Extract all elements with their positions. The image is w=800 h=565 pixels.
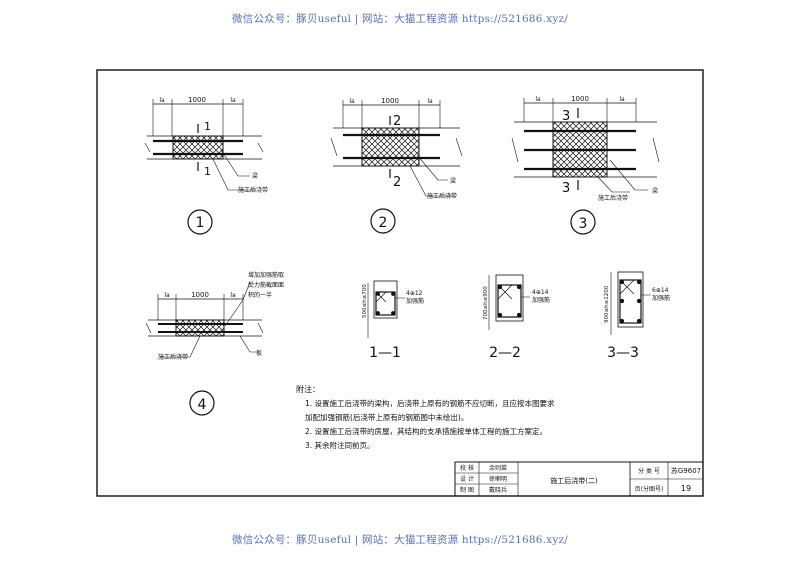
section-2-bar: 4⊕14 <box>532 289 549 296</box>
section-3-3 <box>610 271 651 335</box>
detail-1-la-right: la <box>230 97 236 104</box>
detail-3-number: 3 <box>579 216 588 232</box>
detail-3-la-left: la <box>535 96 541 103</box>
sheet-frame <box>96 69 704 497</box>
detail-2-label-band: 施工后浇带 <box>427 192 457 200</box>
detail-1-number-circle <box>187 209 213 235</box>
detail-3 <box>511 98 660 235</box>
detail-2-section-top: 2 <box>393 114 401 129</box>
titleblock-category-value: 苏G9607 <box>671 466 701 475</box>
detail-3-dim-center: 1000 <box>571 95 589 103</box>
section-2-bar-note: 加强筋 <box>532 296 550 304</box>
section-3-title: 3—3 <box>607 345 639 361</box>
section-3-height-dim: 900≤h≤1200 <box>604 285 610 323</box>
detail-3-section-bottom: 3 <box>562 181 570 196</box>
detail-4-la-right: la <box>230 292 236 299</box>
titleblock-category-label: 分 类 号 <box>638 467 660 475</box>
title-block <box>454 461 704 497</box>
watermark-bottom: 微信公众号：豚贝useful | 网站：大猫工程资源 https://52168… <box>232 534 568 546</box>
detail-1-la-left: la <box>159 97 165 104</box>
section-2-2 <box>488 274 530 330</box>
detail-1-section-top: 1 <box>204 120 211 133</box>
detail-4-dim-center: 1000 <box>191 291 209 299</box>
detail-3-label-beam: 梁 <box>652 187 658 195</box>
titleblock-row-1-label: 校 核 <box>460 464 474 472</box>
detail-3-la-right: la <box>619 96 625 103</box>
detail-1-band <box>172 135 224 160</box>
detail-3-label-band: 施工后浇带 <box>598 194 628 202</box>
detail-2-la-left: la <box>349 98 355 105</box>
detail-2-band <box>361 127 420 167</box>
titleblock-row-2-label: 设 计 <box>460 475 474 483</box>
detail-4-label-band: 施工后浇带 <box>158 353 188 361</box>
detail-1 <box>144 99 264 235</box>
detail-4-label-slab: 板 <box>256 349 262 357</box>
detail-2-number: 2 <box>379 215 388 231</box>
notes-line-4: 3. 其余附注同前页。 <box>305 440 375 450</box>
detail-2-la-right: la <box>427 98 433 105</box>
section-3-bar: 6⊕14 <box>652 287 669 294</box>
titleblock-checker: 余则菜 <box>489 464 507 472</box>
detail-1-label-band: 施工后浇带 <box>238 186 268 194</box>
detail-4-la-left: la <box>164 292 170 299</box>
detail-4-note-line-2: 受力筋截面面 <box>248 281 284 289</box>
detail-2-dim-center: 1000 <box>381 97 399 105</box>
detail-1-dim-center: 1000 <box>188 96 206 104</box>
section-2-height-dim: 700≤h≤900 <box>483 286 489 320</box>
section-3-bar-note: 加强筋 <box>652 294 670 302</box>
notes-heading: 附注： <box>296 384 320 394</box>
notes-line-3: 2. 设置施工后浇带的房屋，其结构的支承措施按单体工程的施工方案定。 <box>305 426 547 436</box>
detail-1-section-bottom: 1 <box>204 165 211 178</box>
detail-4 <box>145 281 264 416</box>
detail-4-band <box>175 319 225 337</box>
detail-4-note-line-1: 增加加强筋取 <box>248 271 284 279</box>
titleblock-drafter: 戴晓兵 <box>489 486 507 494</box>
titleblock-title: 施工后浇带(二) <box>550 476 598 485</box>
detail-3-section-top: 3 <box>562 109 570 124</box>
detail-2-label-beam: 梁 <box>450 177 456 185</box>
detail-1-number: 1 <box>196 215 205 231</box>
section-1-bar: 4⊕12 <box>406 290 423 297</box>
notes-line-1: 1. 设置施工后浇带的梁构，后浇带上原有的钢筋不应切断，且应按本图要求 <box>305 398 555 408</box>
section-2-title: 2—2 <box>489 345 521 361</box>
detail-4-note-line-3: 积的一半 <box>248 291 272 299</box>
section-1-1 <box>367 280 405 338</box>
detail-1-label-beam: 梁 <box>252 172 258 180</box>
detail-2-section-bottom: 2 <box>393 175 401 190</box>
section-1-height-dim: 500≤h≤700 <box>362 284 368 318</box>
section-1-bar-note: 加强筋 <box>406 297 424 305</box>
detail-4-number: 4 <box>198 397 207 413</box>
titleblock-page-value: 19 <box>681 484 691 493</box>
section-1-title: 1—1 <box>369 345 401 361</box>
titleblock-row-3-label: 制 图 <box>460 486 474 494</box>
detail-2 <box>330 100 463 234</box>
notes-line-2: 加配加强钢筋(后浇带上原有的钢筋图中未绘出)。 <box>305 412 468 422</box>
titleblock-designer: 徐喇明 <box>489 475 507 483</box>
watermark-top: 微信公众号：豚贝useful | 网站：大猫工程资源 https://52168… <box>232 13 568 25</box>
titleblock-page-label: 页(分图号) <box>635 485 664 493</box>
